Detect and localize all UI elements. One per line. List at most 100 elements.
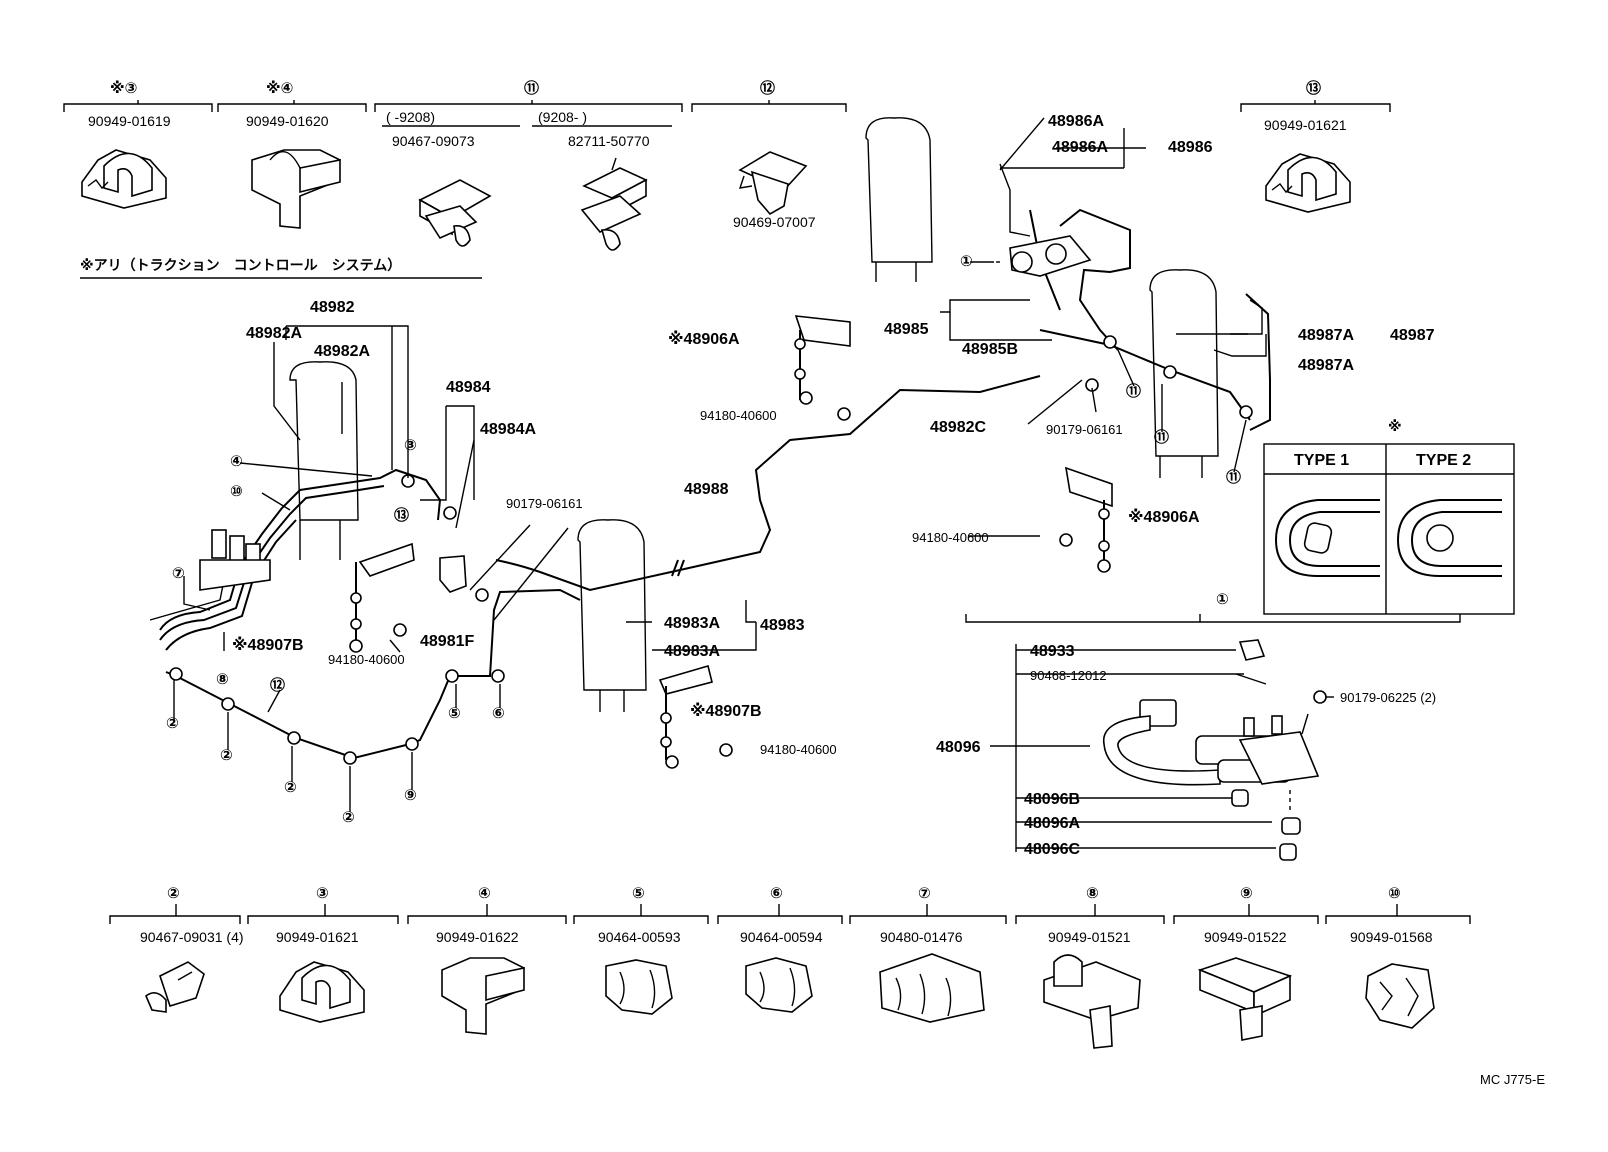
shock-silhouette bbox=[577, 519, 647, 712]
ref-label: ② bbox=[167, 885, 180, 902]
top-callout-3: ※③ 90949-01619 bbox=[63, 79, 213, 209]
date-range: (9208- ) bbox=[538, 109, 587, 125]
label-48906A: ※48906A bbox=[1128, 508, 1200, 526]
type2-header: TYPE 2 bbox=[1416, 452, 1471, 469]
clip-icon bbox=[738, 151, 808, 216]
shock-silhouette bbox=[289, 361, 359, 560]
part-number: 90467-09073 bbox=[392, 133, 475, 149]
ref-4: ④ bbox=[230, 453, 243, 470]
bottom-callout-9: ⑨ 90949-01522 bbox=[1173, 885, 1319, 1041]
drawing-code: MC J775-E bbox=[1480, 1072, 1545, 1087]
bottom-callout-10: ⑩ 90949-01568 bbox=[1325, 885, 1471, 1029]
label-48096A: 48096A bbox=[1024, 815, 1080, 832]
ref-label: ※④ bbox=[266, 79, 293, 97]
label-48907B: ※48907B bbox=[232, 636, 304, 654]
clamp-icon bbox=[1043, 954, 1141, 1049]
bracket-icon bbox=[580, 157, 648, 251]
label-48986A: 48986A bbox=[1048, 113, 1104, 130]
label-48983: 48983 bbox=[760, 617, 805, 634]
ref-label: ④ bbox=[478, 885, 491, 902]
type2-hole-icon bbox=[1396, 499, 1502, 577]
label-48981F: 48981F bbox=[420, 633, 474, 650]
label-48096C: 48096C bbox=[1024, 841, 1080, 858]
valve-assembly-left bbox=[199, 529, 271, 591]
ref-label: ⑬ bbox=[1306, 79, 1321, 97]
top-callout-13: ⑬ 90949-01621 bbox=[1240, 79, 1391, 213]
ref-8: ⑧ bbox=[216, 671, 229, 688]
label-94180-40600: 94180-40600 bbox=[760, 742, 837, 757]
ref-label: ⑥ bbox=[770, 885, 783, 902]
ref-label: ⑨ bbox=[1240, 885, 1253, 902]
bottom-callout-7: ⑦ 90480-01476 bbox=[849, 885, 1007, 1023]
part-number: 90480-01476 bbox=[880, 929, 963, 945]
clip-icon bbox=[745, 957, 813, 1013]
label-48985: 48985 bbox=[884, 321, 929, 338]
bottom-callout-6: ⑥ 90464-00594 bbox=[717, 885, 843, 1013]
ref-1: ① bbox=[960, 253, 973, 270]
part-number: 90949-01568 bbox=[1350, 929, 1433, 945]
part-number: 90464-00594 bbox=[740, 929, 823, 945]
part-number: 90469-07007 bbox=[733, 214, 816, 230]
valve-assembly-top bbox=[1009, 235, 1092, 277]
label-48982: 48982 bbox=[310, 299, 355, 316]
clip-icon bbox=[145, 961, 205, 1013]
type1-hole-icon bbox=[1274, 499, 1380, 577]
part-number: 90949-01521 bbox=[1048, 929, 1131, 945]
label-48982C: 48982C bbox=[930, 419, 986, 436]
label-94180-40600: 94180-40600 bbox=[328, 652, 405, 667]
label-48986: 48986 bbox=[1168, 139, 1213, 156]
ref-11: ⑪ bbox=[1154, 428, 1169, 446]
label-48907B: ※48907B bbox=[690, 702, 762, 720]
bracket-icon bbox=[418, 179, 492, 247]
ref-10: ⑩ bbox=[230, 483, 243, 500]
height-sensor-link bbox=[349, 542, 415, 653]
ref-5: ⑤ bbox=[448, 705, 461, 722]
height-sensor-link bbox=[794, 315, 851, 405]
height-sensor-link bbox=[1064, 466, 1113, 573]
type1-header: TYPE 1 bbox=[1294, 452, 1349, 469]
ref-label: ⑦ bbox=[918, 885, 931, 902]
label-48983A: 48983A bbox=[664, 615, 720, 632]
ref-label: ※③ bbox=[110, 79, 137, 97]
part-number: 90467-09031 (4) bbox=[140, 929, 244, 945]
ref-label: ③ bbox=[316, 885, 329, 902]
traction-control-note: ※アリ（トラクション コントロール システム） bbox=[80, 257, 401, 273]
part-number: 90949-01522 bbox=[1204, 929, 1287, 945]
clip-icon bbox=[1365, 963, 1435, 1029]
ref-label: ⑤ bbox=[632, 885, 645, 902]
label-48933: 48933 bbox=[1030, 643, 1075, 660]
ref-12: ⑫ bbox=[270, 676, 285, 694]
label-48096: 48096 bbox=[936, 739, 981, 756]
part-number: 90949-01621 bbox=[276, 929, 359, 945]
label-90179-06161: 90179-06161 bbox=[1046, 422, 1123, 437]
ref-6: ⑥ bbox=[492, 705, 505, 722]
ref-7: ⑦ bbox=[172, 565, 185, 582]
ref-2: ② bbox=[220, 747, 233, 764]
label-48987: 48987 bbox=[1390, 327, 1435, 344]
date-range: ( -9208) bbox=[386, 109, 435, 125]
label-94180-40600: 94180-40600 bbox=[912, 530, 989, 545]
nut-symbols bbox=[393, 378, 1099, 757]
shock-silhouette bbox=[865, 117, 933, 282]
label-48987A: 48987A bbox=[1298, 357, 1354, 374]
ref-label: ⑫ bbox=[760, 79, 775, 97]
label-48986A: 48986A bbox=[1052, 139, 1108, 156]
part-number: 82711-50770 bbox=[568, 133, 650, 149]
actuator-module-48096 bbox=[1102, 639, 1327, 861]
label-48982A: 48982A bbox=[314, 343, 370, 360]
label-90179-06225: 90179-06225 (2) bbox=[1340, 690, 1436, 705]
ref-2: ② bbox=[284, 779, 297, 796]
label-48984: 48984 bbox=[446, 379, 491, 396]
ref-9: ⑨ bbox=[404, 787, 417, 804]
bracket-icon bbox=[1197, 957, 1293, 1041]
leader-lines bbox=[173, 117, 1461, 852]
part-number: 90949-01621 bbox=[1264, 117, 1347, 133]
bottom-callout-3: ③ 90949-01621 bbox=[247, 885, 399, 1023]
clamp-icon bbox=[1265, 153, 1351, 213]
ref-13: ⑬ bbox=[394, 506, 409, 524]
ref-label: ⑧ bbox=[1086, 885, 1099, 902]
label-48983A: 48983A bbox=[664, 643, 720, 660]
bottom-callout-8: ⑧ 90949-01521 bbox=[1015, 885, 1165, 1049]
